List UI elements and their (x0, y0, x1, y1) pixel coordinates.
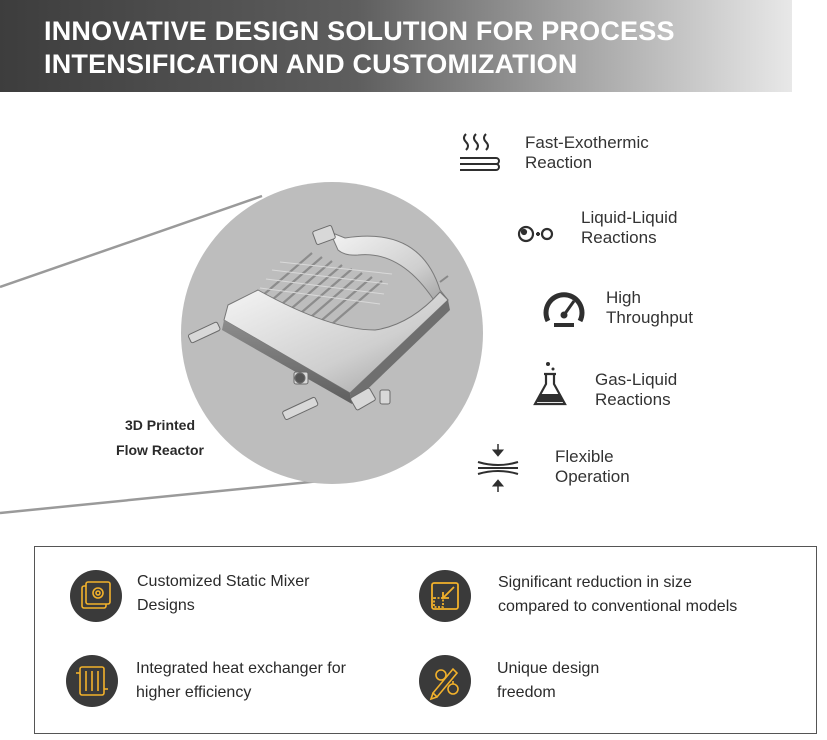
compress-arrows-icon (476, 444, 520, 492)
benefit-static-mixer: Customized Static Mixer Designs (137, 573, 310, 614)
feature-liquid-liquid: Liquid-Liquid Reactions (581, 208, 678, 247)
design-freedom-icon (419, 655, 471, 707)
zoom-line-bottom (0, 478, 331, 515)
reactor-caption-line-2: Flow Reactor (116, 442, 204, 458)
flask-icon (530, 360, 570, 408)
flow-reactor-image (187, 225, 450, 420)
benefit-heat-exchanger: Integrated heat exchanger for higher eff… (136, 660, 346, 701)
benefit-design-freedom: Unique design freedom (497, 660, 600, 701)
zoom-line-top (0, 194, 263, 289)
benefits-panel (34, 546, 817, 734)
heat-waves-icon (456, 130, 500, 176)
droplets-icon (516, 220, 556, 246)
feature-gas-liquid: Gas-Liquid Reactions (595, 370, 678, 409)
header-banner: INNOVATIVE DESIGN SOLUTION FOR PROCESS I… (0, 0, 792, 92)
size-reduction-icon (419, 570, 471, 622)
benefit-size-reduction: Significant reduction in size compared t… (498, 574, 738, 615)
hero-graphic (0, 182, 483, 515)
feature-high-throughput: High Throughput (606, 288, 693, 327)
speedometer-icon (540, 287, 588, 329)
page-title-line-2: INTENSIFICATION AND CUSTOMIZATION (44, 49, 578, 79)
heat-exchanger-icon (66, 655, 118, 707)
reactor-caption: 3D Printed Flow Reactor (100, 413, 220, 463)
page-title-line-1: INNOVATIVE DESIGN SOLUTION FOR PROCESS (44, 16, 675, 46)
static-mixer-icon (70, 570, 122, 622)
feature-fast-exothermic: Fast-Exothermic Reaction (525, 133, 649, 172)
reactor-caption-line-1: 3D Printed (124, 417, 195, 433)
feature-flexible-operation: Flexible Operation (555, 447, 630, 486)
